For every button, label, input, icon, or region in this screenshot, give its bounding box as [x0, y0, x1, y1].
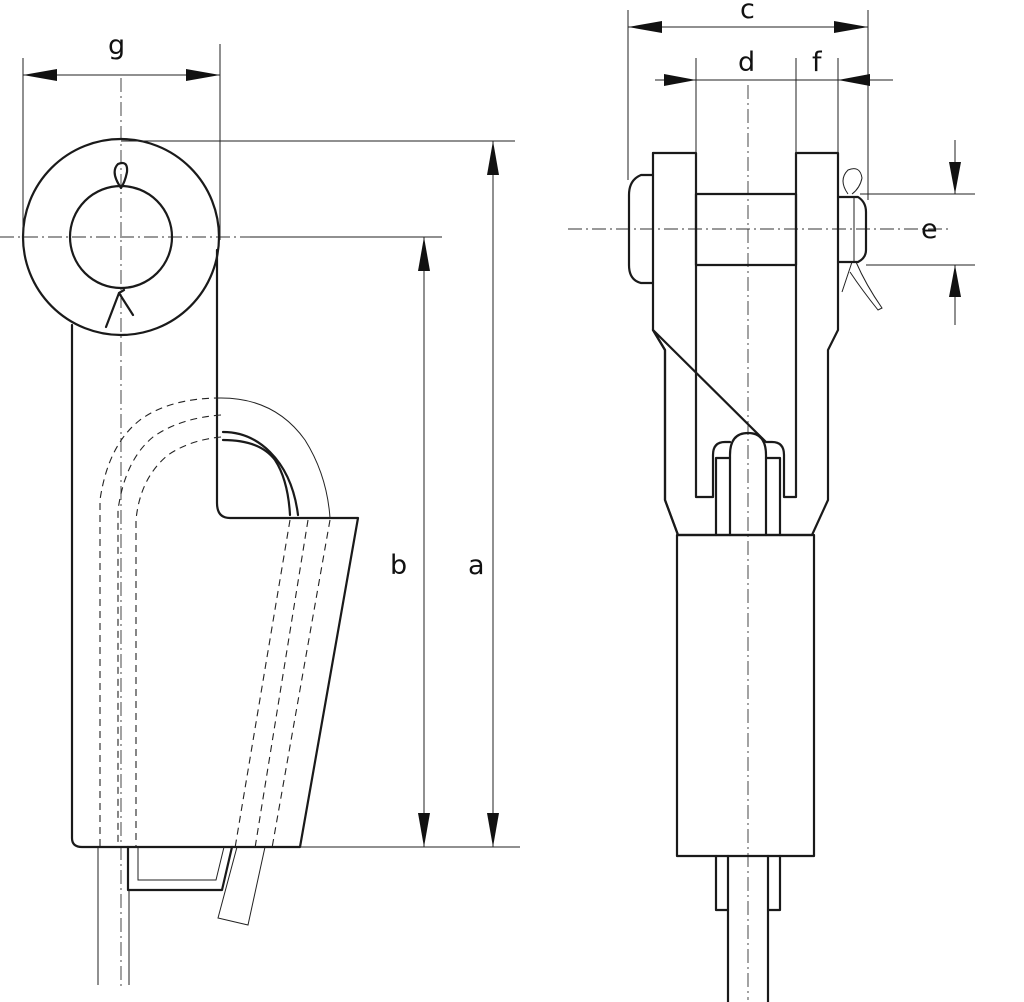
side-view: g a b: [0, 30, 520, 990]
dim-label-a: a: [468, 550, 485, 581]
dim-label-g: g: [108, 30, 125, 61]
cotter-pin-legs: [104, 288, 135, 329]
rope-outer-arc: [220, 397, 331, 519]
wedge-body-outline: [70, 248, 360, 849]
dim-label-f: f: [812, 47, 823, 78]
dim-label-b: b: [390, 550, 407, 581]
fork-left-tine: [651, 151, 680, 537]
rope-hidden-outer: [99, 397, 222, 848]
a-arrow-bottom: [487, 813, 499, 847]
clevis-pin-head: [627, 173, 655, 285]
rope-dead-end: [217, 846, 266, 926]
rope-hidden-return2: [254, 519, 309, 849]
rope-inner-arc: [221, 438, 292, 517]
lug-inner-slot: [221, 430, 300, 517]
clevis-pin-shaft: [694, 192, 798, 267]
cotter-pin-front-loop: [842, 168, 863, 195]
a-arrow-top: [487, 141, 499, 175]
clevis-pin-tip: [836, 195, 868, 264]
e-arrow-top: [949, 162, 961, 194]
b-arrow-bottom: [418, 813, 430, 847]
cotter-pin-loop: [113, 161, 129, 190]
e-arrow-bottom: [949, 265, 961, 297]
sleeve-body: [675, 533, 816, 858]
g-arrow-right: [186, 69, 220, 81]
rope-bottom-collar: [714, 854, 782, 912]
rope-hidden-inner: [117, 414, 222, 848]
d-arrow-left: [664, 74, 696, 86]
c-arrow-left: [628, 21, 662, 33]
fork-outline: [651, 151, 840, 537]
cotter-pin-front-legs: [841, 261, 883, 311]
wedge-tail-inner: [137, 846, 225, 881]
rope-hidden-return3: [271, 519, 331, 849]
c-arrow-right: [834, 21, 868, 33]
wedge-tail: [126, 845, 234, 892]
rope-hidden-return1: [234, 519, 291, 849]
f-arrow-right: [838, 74, 870, 86]
g-arrow-left: [23, 69, 57, 81]
dim-label-c: c: [740, 0, 755, 25]
dim-label-d: d: [738, 47, 755, 78]
rope-stud-collar: [714, 456, 782, 537]
front-view: c d f e: [568, 0, 975, 1002]
rope-stud-head: [728, 431, 768, 537]
b-arrow-top: [418, 237, 430, 271]
rope-hidden-inner2: [135, 436, 222, 848]
dim-label-e: e: [921, 214, 938, 245]
